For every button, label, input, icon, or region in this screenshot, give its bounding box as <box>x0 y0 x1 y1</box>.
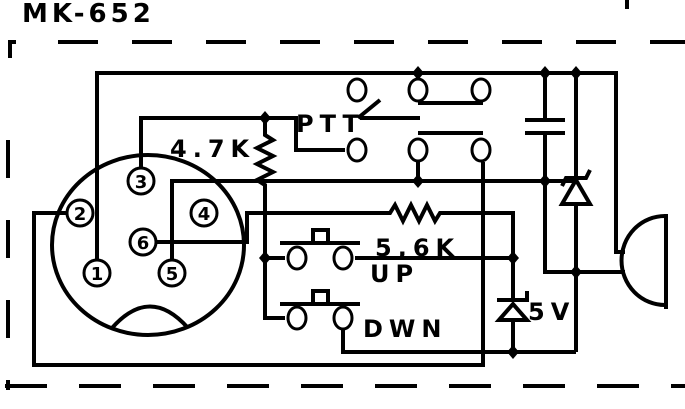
svg-text:2: 2 <box>74 204 87 225</box>
zener-5v-symbol <box>494 291 532 322</box>
microphone-icon <box>619 214 668 309</box>
up-label: UP <box>370 260 419 288</box>
up-switch <box>280 228 360 271</box>
pin-2: 2 <box>65 198 95 228</box>
svg-text:4: 4 <box>198 204 211 225</box>
zener-diode-symbol <box>558 169 594 206</box>
ptt-switch <box>346 77 492 163</box>
junctions <box>259 66 582 359</box>
resistor-4k7-label: 4.7K <box>170 135 255 163</box>
pin-3: 3 <box>126 166 156 196</box>
enclosure-border <box>5 40 685 390</box>
title: MK-652 <box>22 0 155 29</box>
pin-4: 4 <box>189 198 219 228</box>
svg-text:6: 6 <box>137 233 150 254</box>
pin-5: 5 <box>157 258 187 288</box>
down-switch <box>280 289 360 331</box>
zener-5v-label: 5V <box>528 298 575 326</box>
ptt-label: PTT <box>296 110 365 138</box>
mic-connector <box>50 153 246 337</box>
svg-text:3: 3 <box>135 172 148 193</box>
svg-text:5: 5 <box>166 264 179 285</box>
pin-6: 6 <box>128 227 158 257</box>
connector-pins: 1 2 3 4 5 6 <box>65 166 219 288</box>
pin-1: 1 <box>82 258 112 288</box>
down-label: DWN <box>363 315 447 343</box>
svg-text:1: 1 <box>91 264 104 285</box>
resistor-5k6-label: 5,6K <box>375 234 460 262</box>
